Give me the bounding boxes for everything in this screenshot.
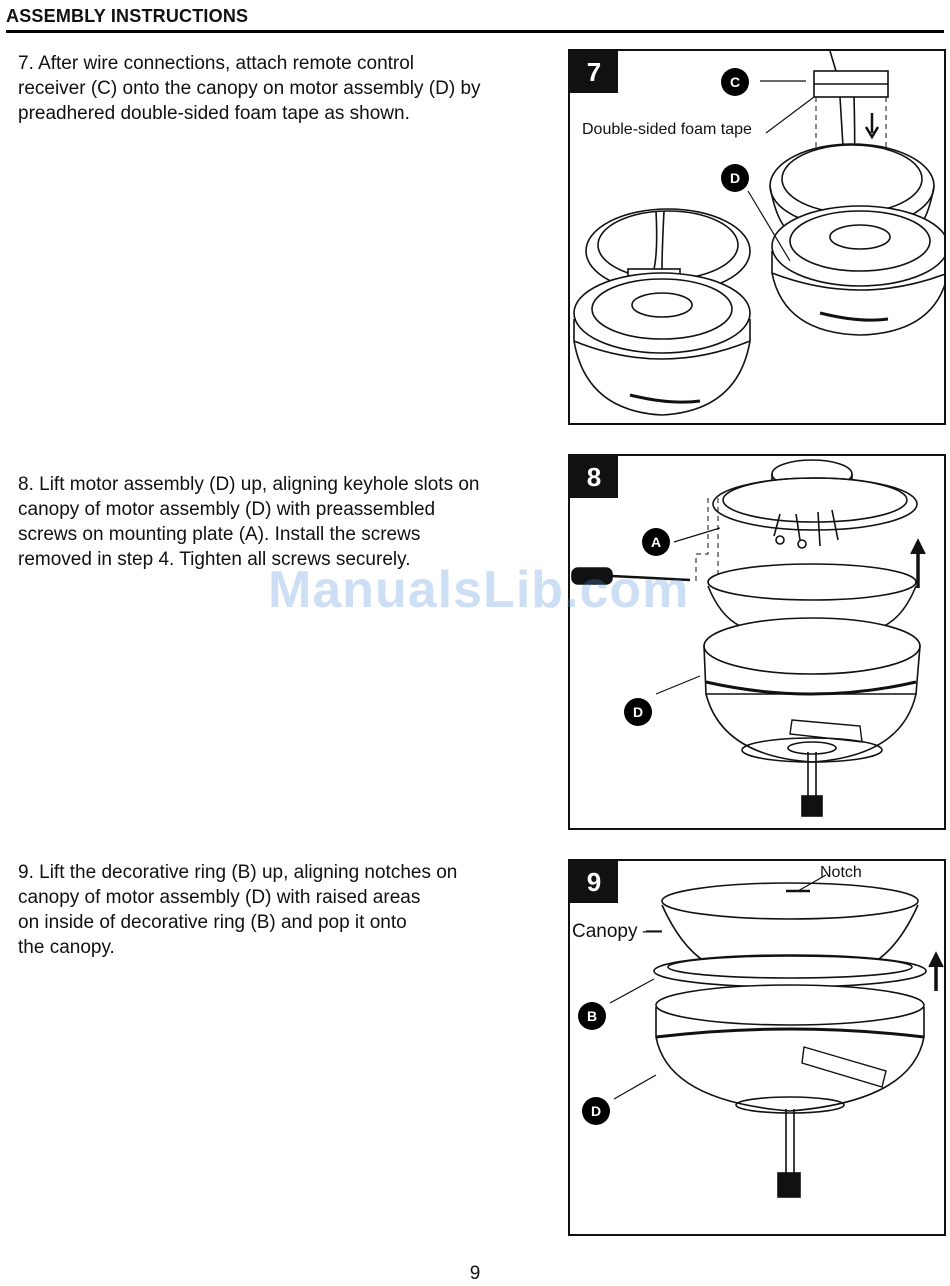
callout-b: B — [578, 1002, 606, 1030]
page-number: 9 — [469, 1263, 481, 1284]
step-9-figure: 9 Notch Canopy — B D — [568, 859, 946, 1236]
callout-d: D — [582, 1097, 610, 1125]
step-9-instructions: 9. Lift the decorative ring (B) up, alig… — [18, 862, 458, 958]
callout-d: D — [721, 164, 749, 192]
step-9-badge: 9 — [570, 861, 618, 903]
notch-label: Notch — [820, 864, 862, 881]
callout-d: D — [624, 698, 652, 726]
step-8-illustration — [571, 459, 926, 817]
callout-a: A — [642, 528, 670, 556]
step-8-instructions: 8. Lift motor assembly (D) up, aligning … — [18, 474, 480, 570]
step-7-badge: 7 — [570, 51, 618, 93]
step-8-figure: 8 A D — [568, 454, 946, 830]
foam-tape-label: Double-sided foam tape — [582, 121, 752, 138]
step-9-illustration — [609, 874, 944, 1198]
callout-c: C — [721, 68, 749, 96]
step-7-illustration — [573, 51, 944, 416]
section-title: ASSEMBLY INSTRUCTIONS — [6, 6, 249, 26]
section-header: ASSEMBLY INSTRUCTIONS — [6, 4, 944, 33]
step-7-figure: 7 C Double-sided foam tape D — [568, 49, 946, 425]
canopy-label: Canopy — — [572, 921, 662, 942]
step-8-badge: 8 — [570, 456, 618, 498]
step-7-instructions: 7. After wire connections, attach remote… — [18, 53, 481, 124]
